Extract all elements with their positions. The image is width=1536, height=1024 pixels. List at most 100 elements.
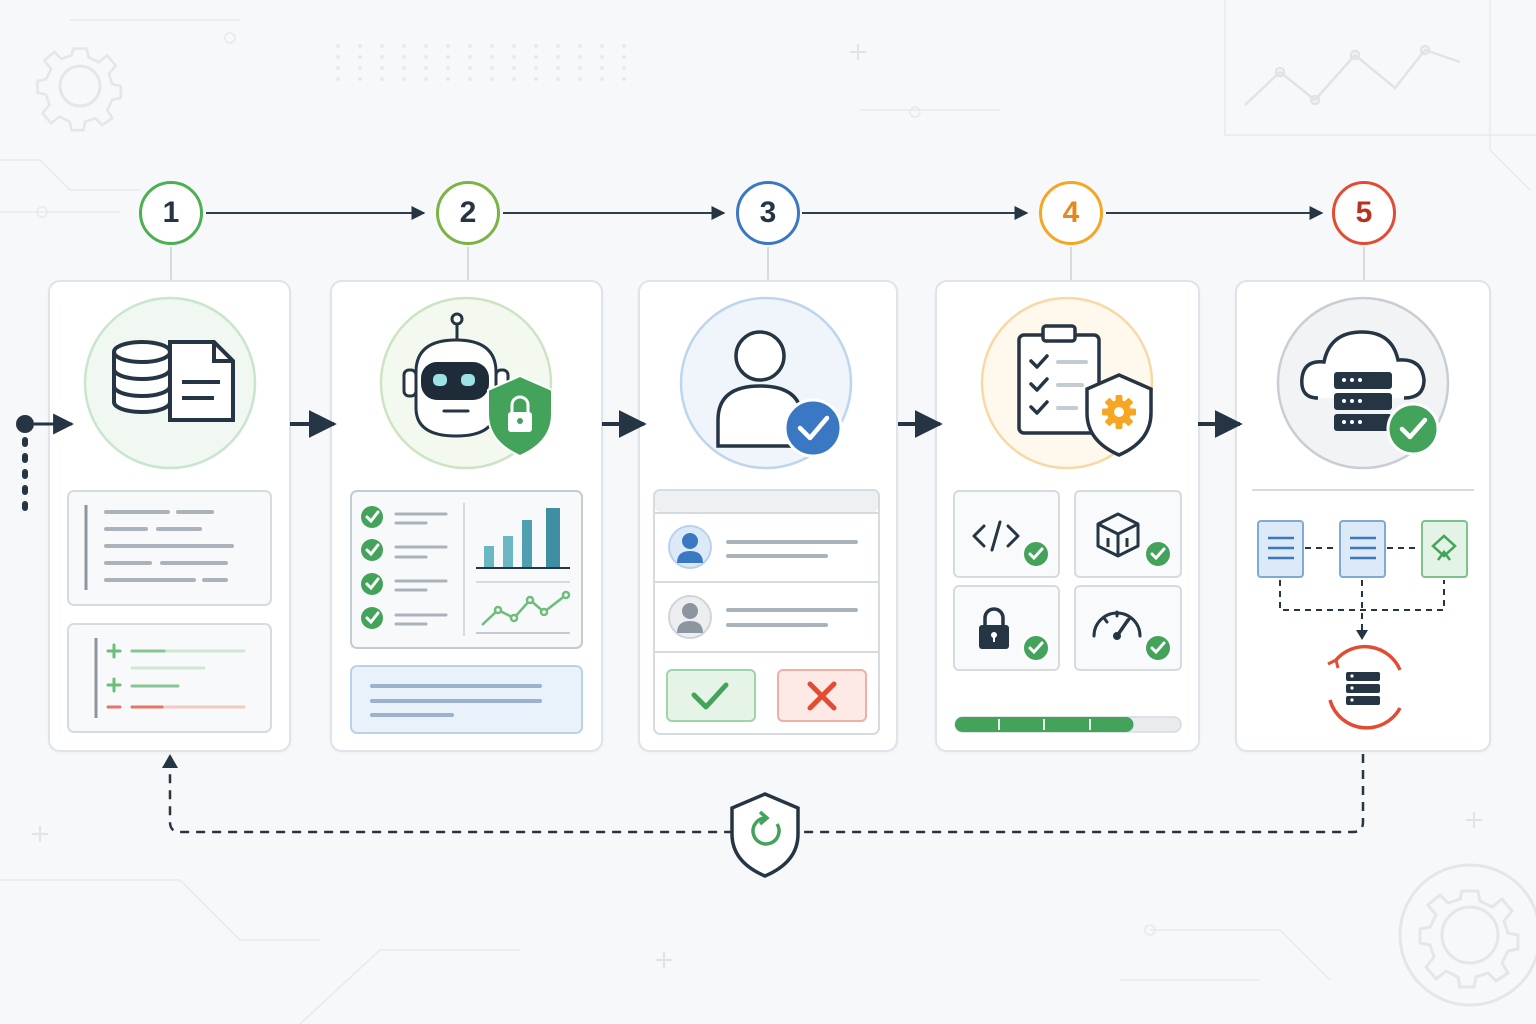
entry-point xyxy=(16,413,75,523)
cloud-server-icon xyxy=(1300,330,1440,456)
validation-progress-bar xyxy=(954,716,1182,733)
dot-decoration xyxy=(490,77,494,81)
dot-decoration xyxy=(556,44,560,48)
gear-shield-icon xyxy=(1085,373,1153,457)
dot-decoration xyxy=(424,44,428,48)
document-icon xyxy=(168,340,235,422)
test-tile-performance xyxy=(1074,585,1182,671)
dot-decoration xyxy=(622,77,626,81)
dot-decoration xyxy=(402,55,406,59)
checklist-icon xyxy=(1017,324,1101,435)
dot-decoration xyxy=(468,77,472,81)
dot-decoration xyxy=(512,55,516,59)
robot-icon xyxy=(402,312,510,438)
step-badge-3: 3 xyxy=(736,181,800,245)
dot-decoration xyxy=(446,55,450,59)
code-icon xyxy=(972,520,1020,552)
dot-decoration xyxy=(490,55,494,59)
gear-decoration-icon xyxy=(36,47,123,132)
dot-decoration xyxy=(578,55,582,59)
dot-decoration xyxy=(512,66,516,70)
dot-decoration xyxy=(622,55,626,59)
line-chart-icon xyxy=(476,590,571,634)
artifact-file-icon xyxy=(1421,520,1468,578)
dot-decoration xyxy=(424,77,428,81)
config-file-icon xyxy=(1339,520,1386,578)
config-file-icon xyxy=(1257,520,1304,578)
chart-decoration xyxy=(1244,44,1461,106)
dot-decoration xyxy=(622,66,626,70)
dot-decoration xyxy=(556,77,560,81)
dot-decoration xyxy=(424,55,428,59)
shield-refresh-icon xyxy=(730,792,800,878)
summary-panel xyxy=(350,665,583,734)
dot-decoration xyxy=(490,66,494,70)
dot-decoration xyxy=(380,77,384,81)
dot-decoration xyxy=(490,44,494,48)
package-icon xyxy=(1096,512,1140,558)
feedback-loop xyxy=(162,754,1365,834)
dot-decoration xyxy=(534,44,538,48)
dot-decoration xyxy=(336,44,340,48)
dot-decoration xyxy=(578,44,582,48)
dot-decoration xyxy=(600,44,604,48)
step-badge-5: 5 xyxy=(1332,181,1396,245)
step-badge-1: 1 xyxy=(139,181,203,245)
approve-button[interactable] xyxy=(666,669,756,722)
step-badge-4: 4 xyxy=(1039,181,1103,245)
test-tile-package xyxy=(1074,490,1182,578)
dot-decoration xyxy=(468,44,472,48)
dot-decoration xyxy=(358,77,362,81)
dot-decoration xyxy=(600,77,604,81)
dot-decoration xyxy=(358,66,362,70)
dot-decoration xyxy=(446,66,450,70)
bar-chart-icon xyxy=(476,508,570,569)
reviewer-avatar-gray xyxy=(668,595,712,639)
log-panel xyxy=(67,490,272,606)
dot-decoration xyxy=(578,77,582,81)
dot-decoration xyxy=(358,55,362,59)
dot-decoration xyxy=(424,66,428,70)
dot-decoration xyxy=(402,77,406,81)
test-tile-code xyxy=(953,490,1060,578)
dot-decoration xyxy=(622,44,626,48)
reviewer-avatar-blue xyxy=(668,525,712,569)
dot-decoration xyxy=(534,55,538,59)
dot-decoration xyxy=(468,66,472,70)
gauge-icon xyxy=(1092,610,1142,638)
dot-decoration xyxy=(556,55,560,59)
dot-decoration xyxy=(402,44,406,48)
dot-decoration xyxy=(446,77,450,81)
test-tile-security xyxy=(953,585,1060,671)
dot-decoration xyxy=(556,66,560,70)
server-sync-icon xyxy=(1327,644,1402,730)
dot-decoration xyxy=(534,77,538,81)
diff-panel xyxy=(67,623,272,733)
deploy-pipeline xyxy=(1257,520,1468,640)
dot-decoration xyxy=(468,55,472,59)
dot-decoration xyxy=(336,55,340,59)
dot-decoration xyxy=(336,77,340,81)
dot-decoration xyxy=(380,44,384,48)
user-check-icon xyxy=(716,330,843,458)
dot-decoration xyxy=(336,66,340,70)
lock-shield-icon xyxy=(487,374,553,458)
dot-decoration xyxy=(600,55,604,59)
step-badge-2: 2 xyxy=(436,181,500,245)
gear-decoration-icon xyxy=(1398,863,1536,1007)
dot-decoration xyxy=(534,66,538,70)
dot-decoration xyxy=(512,44,516,48)
dot-decoration xyxy=(512,77,516,81)
reject-button[interactable] xyxy=(777,669,867,722)
check-list xyxy=(361,506,448,629)
database-icon xyxy=(112,340,172,414)
analysis-panel xyxy=(350,490,583,649)
dot-decoration xyxy=(402,66,406,70)
dot-decoration xyxy=(578,66,582,70)
dot-decoration xyxy=(380,55,384,59)
lock-icon xyxy=(979,607,1009,649)
dot-decoration xyxy=(600,66,604,70)
dot-decoration xyxy=(358,44,362,48)
